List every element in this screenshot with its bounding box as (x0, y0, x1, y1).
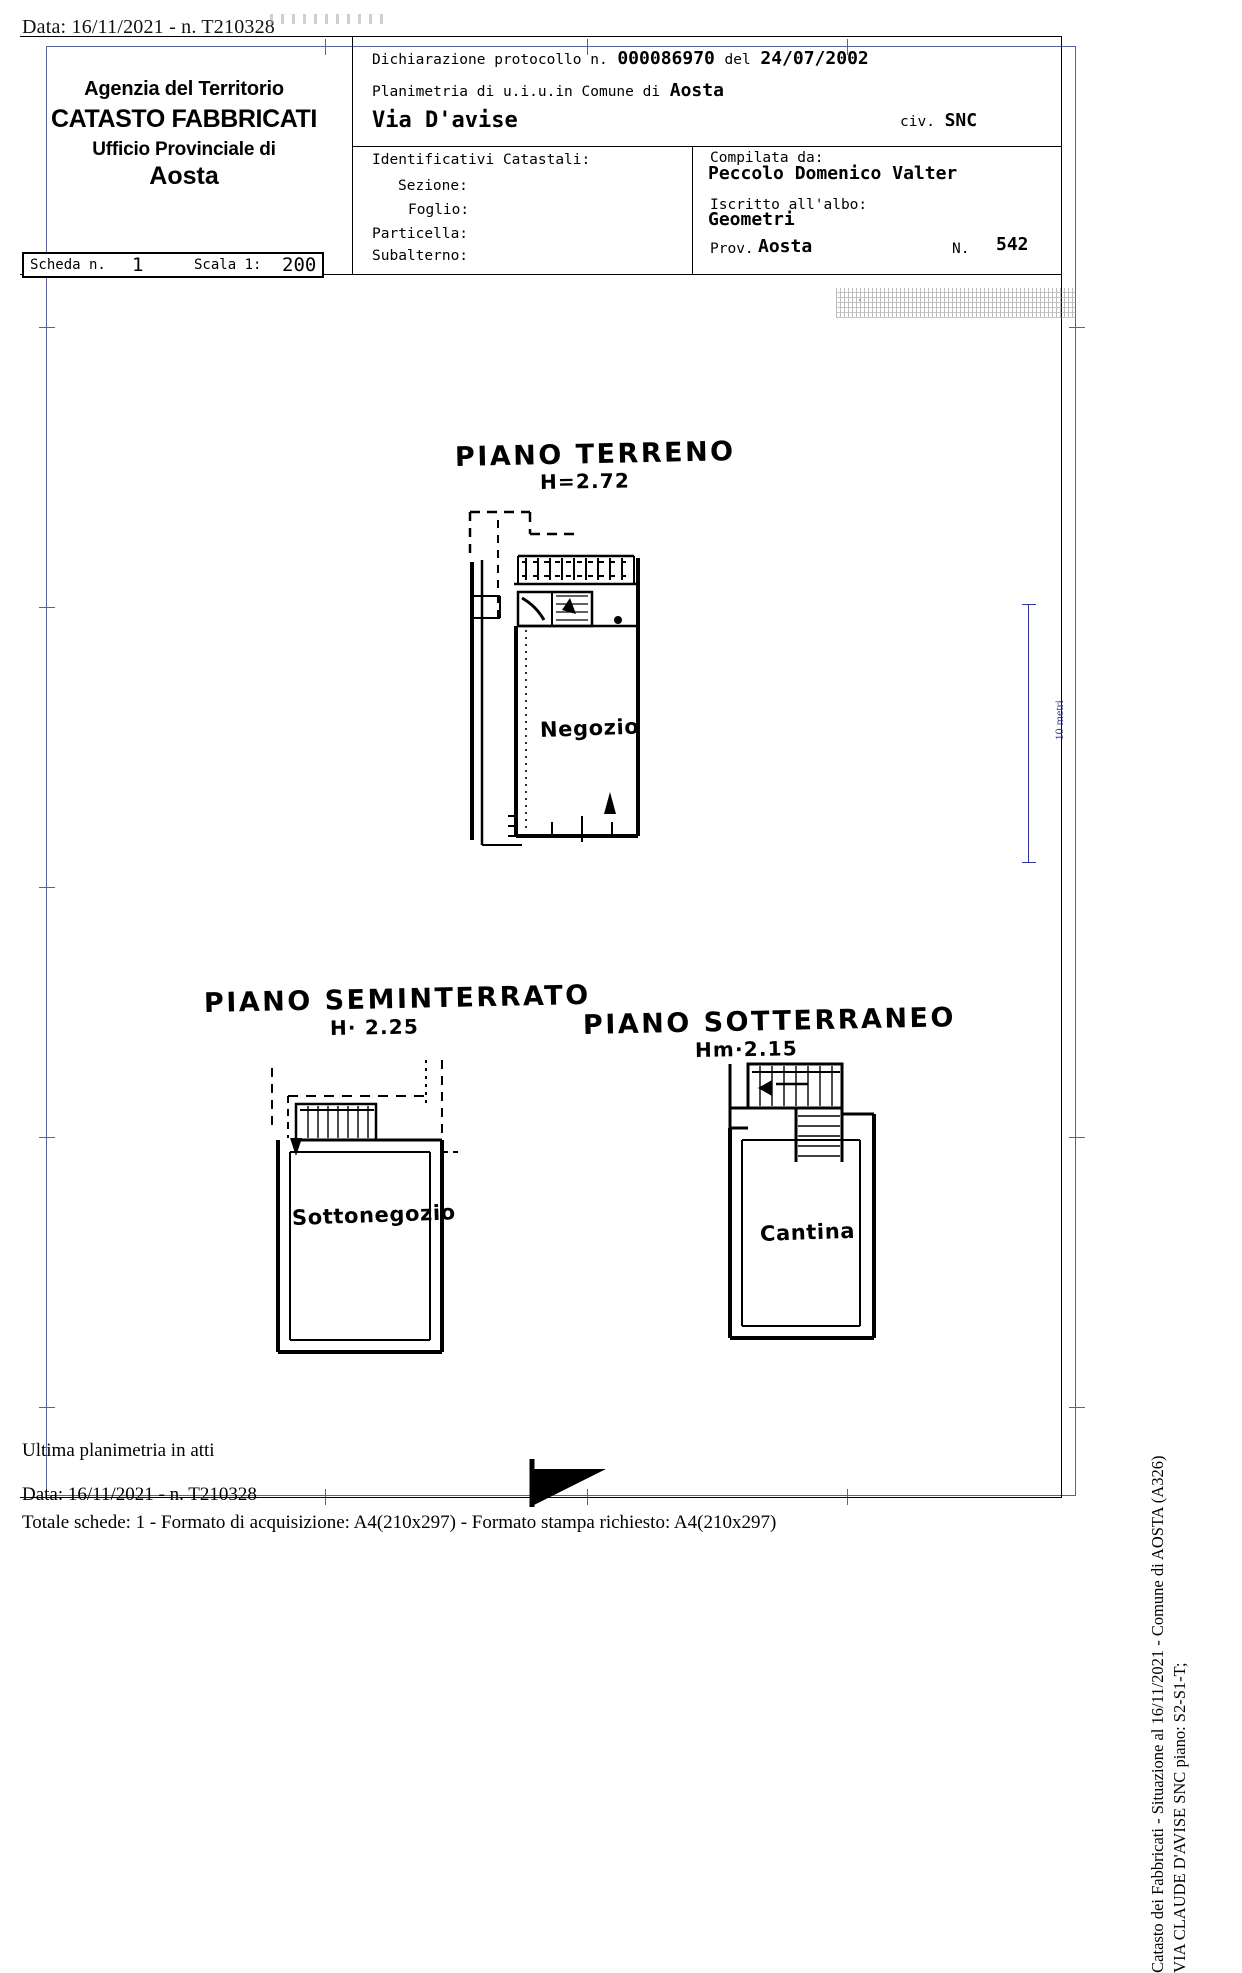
subalterno-label: Subalterno: (372, 248, 469, 264)
room-label-cantina: Cantina (759, 1218, 856, 1246)
room-label-negozio: Negozio (539, 714, 640, 742)
footer-line-1: Ultima planimetria in atti (22, 1440, 215, 1461)
plan-height-ground: H=2.72 (539, 468, 631, 494)
frame-tick (39, 327, 55, 328)
floorplan-sotterraneo (728, 1062, 876, 1340)
civico-row: civ. SNC (900, 110, 977, 131)
footer-line-2: Data: 16/11/2021 - n. T210328 (22, 1484, 257, 1505)
planimetria-label: Planimetria di u.i.u.in Comune di (372, 84, 661, 100)
plan-height-semi: H· 2.25 (329, 1014, 420, 1040)
compilata-value: Peccolo Domenico Valter (708, 163, 958, 184)
scale-bar (1028, 604, 1029, 862)
floorplan-semi (271, 1060, 458, 1354)
margin-note: Catasto dei Fabbricati - Situazione al 1… (1147, 1456, 1192, 1973)
protocol-label: Dichiarazione protocollo n. (372, 52, 608, 68)
planimetria-row: Planimetria di u.i.u.in Comune di Aosta (372, 80, 724, 101)
scan-artifact (270, 14, 390, 24)
agency-title: Agenzia del Territorio CATASTO FABBRICAT… (36, 78, 332, 191)
registration-frame (39, 39, 1085, 1505)
prov-value: Aosta (758, 236, 813, 257)
scale-note: 10 metri (1052, 700, 1066, 741)
agency-line-3: Ufficio Provinciale di (92, 139, 276, 160)
compilata-label: Compilata da: (710, 150, 824, 166)
sezione-label: Sezione: (398, 178, 468, 194)
agency-line-2: CATASTO FABBRICATI (51, 105, 317, 133)
identificativi-label: Identificativi Catastali: (372, 152, 591, 168)
frame-tick (325, 39, 326, 55)
frame-tick (1069, 327, 1085, 328)
scheda-scala-box: Scheda n. 1 Scala 1: 200 (22, 252, 324, 278)
civico-label: civ. (900, 114, 935, 130)
protocol-number: 000086970 (617, 48, 715, 69)
frame-tick (1069, 1137, 1085, 1138)
frame-tick (39, 887, 55, 888)
scala-label: Scala 1: (194, 257, 262, 273)
scheda-label: Scheda n. (30, 257, 106, 273)
albo-value: Geometri (708, 209, 795, 230)
comune-value: Aosta (669, 80, 724, 101)
protocol-date: 24/07/2002 (760, 48, 869, 69)
footer-line-3: Totale schede: 1 - Formato di acquisizio… (22, 1512, 777, 1533)
redaction-smudge (836, 288, 1076, 318)
margin-note-line-2: VIA CLAUDE D'AVISE SNC piano: S2-S1-T; (1170, 1663, 1190, 1973)
albo-label: Iscritto all'albo: (710, 197, 868, 213)
frame-tick (847, 39, 848, 55)
particella-label: Particella: (372, 226, 469, 242)
prov-label: Prov. (710, 241, 754, 257)
frame-tick (1069, 1407, 1085, 1408)
scale-bar-cap-bottom (1022, 862, 1036, 863)
frame-tick (39, 1137, 55, 1138)
footer-block: Ultima planimetria in atti Data: 16/11/2… (22, 1440, 776, 1534)
agency-line-1: Agenzia del Territorio (84, 78, 284, 100)
agency-line-4: Aosta (149, 162, 219, 190)
scala-value: 200 (282, 254, 317, 276)
header-block (20, 36, 1062, 275)
protocol-del-label: del (724, 52, 751, 68)
floorplan-ground (468, 510, 640, 846)
numero-label: N. (952, 241, 970, 257)
scheda-value: 1 (132, 254, 144, 276)
frame-tick (39, 607, 55, 608)
north-arrow-icon (529, 1459, 606, 1507)
scale-bar-cap-top (1022, 604, 1036, 605)
foglio-label: Foglio: (408, 202, 470, 218)
via-row: Via D'avise (372, 108, 518, 133)
via-value: Via D'avise (372, 108, 518, 133)
numero-value: 542 (996, 234, 1029, 255)
scan-date-line: Data: 16/11/2021 - n. T210328 (22, 16, 275, 38)
plan-title-ground: PIANO TERRENO (454, 436, 736, 473)
margin-note-line-1: Catasto dei Fabbricati - Situazione al 1… (1147, 1456, 1167, 1973)
frame-tick (39, 1407, 55, 1408)
civico-value: SNC (944, 110, 978, 131)
document-page: Data: 16/11/2021 - n. T210328 Agenzia de… (20, 14, 1189, 1973)
protocol-row: Dichiarazione protocollo n. 000086970 de… (372, 48, 869, 69)
frame-tick (587, 39, 588, 55)
